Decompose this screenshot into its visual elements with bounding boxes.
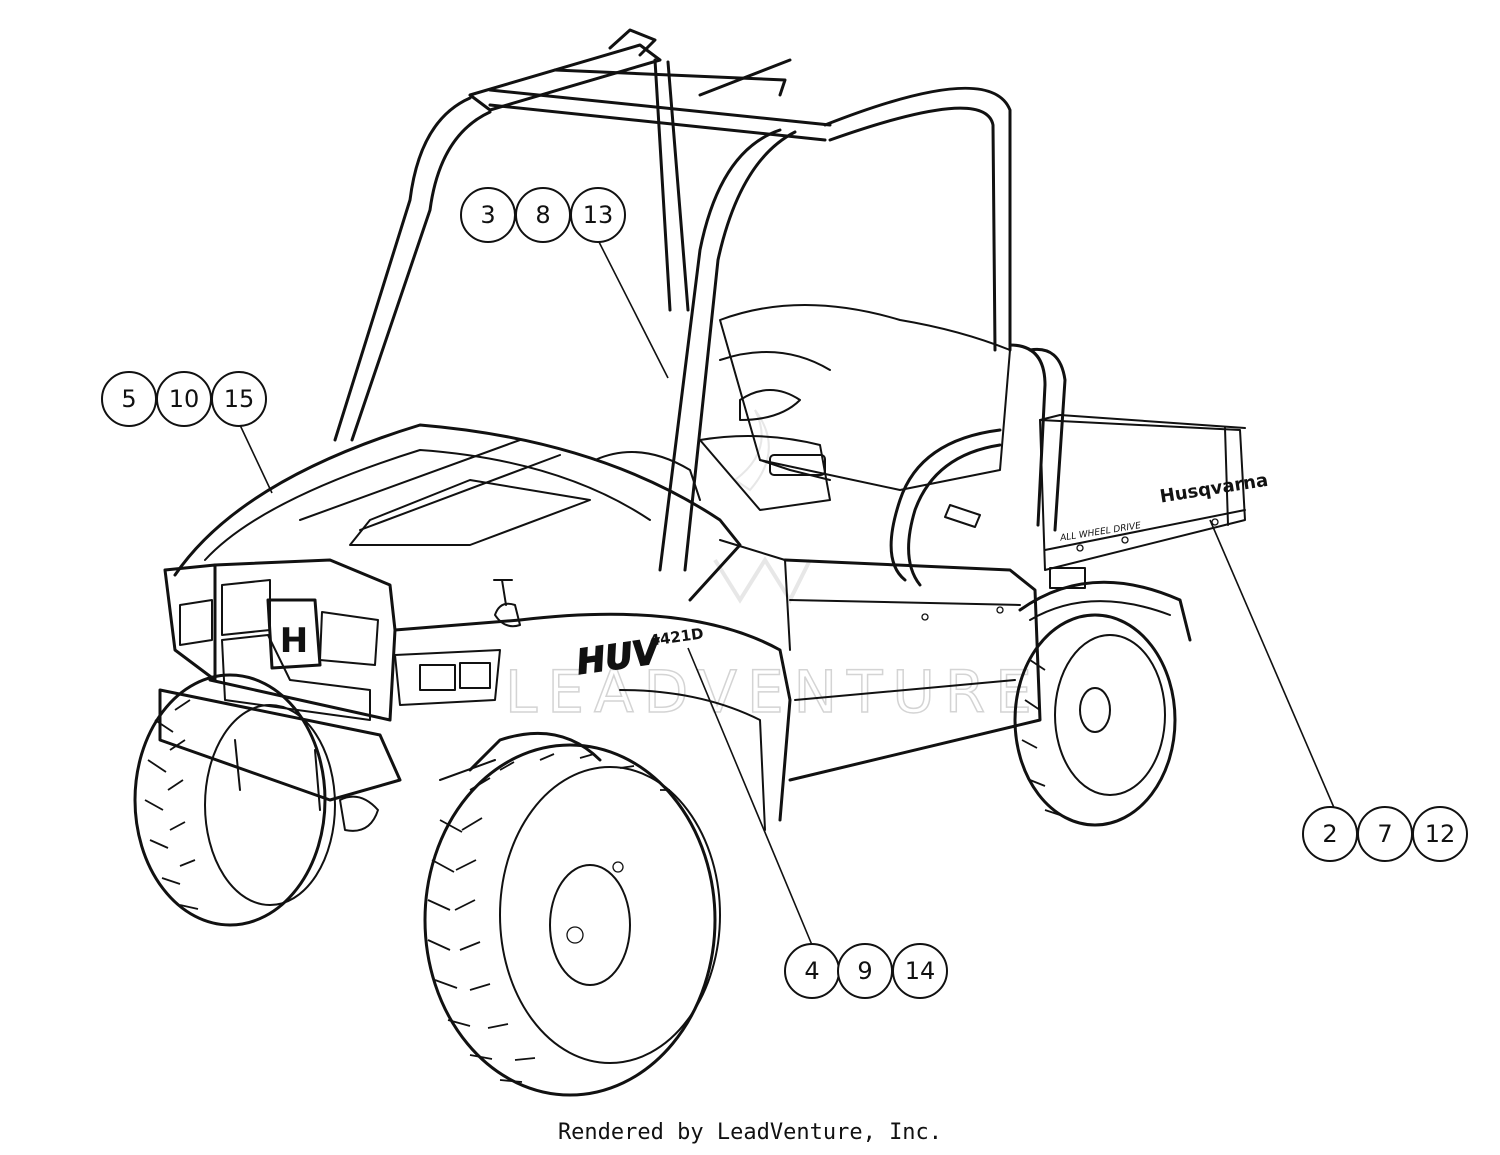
callout-number: 10 <box>169 385 200 413</box>
cargo-bed: Husqvarna ALL WHEEL DRIVE <box>1039 414 1269 589</box>
callout-number: 14 <box>905 957 936 985</box>
callout-number: 9 <box>857 957 872 985</box>
roll-cage <box>333 28 1067 572</box>
callout-circle <box>892 943 948 999</box>
vehicle-body: H HUV 4421D <box>158 423 1192 832</box>
callout-number: 8 <box>535 201 550 229</box>
callout-number: 3 <box>480 201 495 229</box>
watermark-logo <box>713 409 812 605</box>
callout-number: 2 <box>1322 820 1337 848</box>
watermark-text: LEADVENTURE <box>505 658 1042 726</box>
callout-number: 15 <box>224 385 255 413</box>
callout-number: 7 <box>1377 820 1392 848</box>
callout-number: 13 <box>583 201 614 229</box>
front-left-wheel <box>133 673 336 927</box>
husqvarna-emblem: H <box>280 621 308 661</box>
husqvarna-decal-text: Husqvarna <box>1158 470 1269 508</box>
seat <box>699 304 1011 587</box>
callout-circle <box>1412 806 1468 862</box>
callout-number: 5 <box>121 385 136 413</box>
model-number-decal-text: 4421D <box>648 624 704 649</box>
callout-number: 4 <box>804 957 819 985</box>
callout-group-5-10-15: 5 10 15 <box>101 371 267 427</box>
all-wheel-drive-decal-text: ALL WHEEL DRIVE <box>1058 521 1141 544</box>
callout-circle <box>211 371 267 427</box>
callout-group-3-8-13: 3 8 13 <box>460 187 626 243</box>
bed-decal: Husqvarna ALL WHEEL DRIVE <box>1058 470 1269 544</box>
callout-group-2-7-12: 2 7 12 <box>1302 806 1468 862</box>
leader-lines <box>239 239 1336 946</box>
render-credit: Rendered by LeadVenture, Inc. <box>557 1120 943 1145</box>
front-grille: H <box>221 579 379 721</box>
callout-number: 12 <box>1425 820 1456 848</box>
callout-circle <box>570 187 626 243</box>
front-right-wheel <box>423 743 721 1097</box>
callout-group-4-9-14: 4 9 14 <box>784 943 948 999</box>
rear-right-wheel <box>1013 613 1177 827</box>
